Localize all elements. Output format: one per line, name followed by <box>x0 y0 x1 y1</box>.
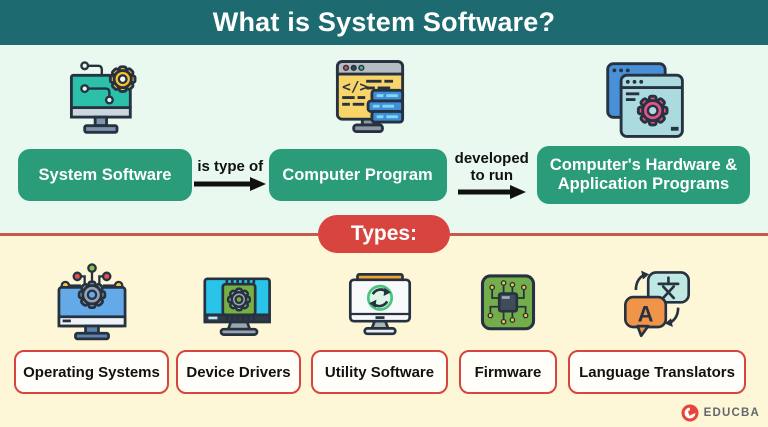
flow-node-system-software: System Software <box>18 149 192 201</box>
educba-logo: EDUCBA <box>680 403 760 423</box>
connector-is-type-of: is type of <box>194 158 267 191</box>
type-item-operating-systems: Operating Systems <box>14 256 169 394</box>
monitor-chip-gear-icon <box>194 256 284 348</box>
type-item-utility-software: Utility Software <box>311 256 448 394</box>
brand-name: EDUCBA <box>703 407 760 419</box>
monitor-code-servers-icon: </> <box>322 52 418 151</box>
type-label: Operating Systems <box>14 350 169 394</box>
type-label: Language Translators <box>568 350 746 394</box>
flow-node-computer-program: Computer Program <box>268 149 447 201</box>
page-title: What is System Software? <box>212 7 556 37</box>
type-label: Firmware <box>459 350 557 394</box>
browser-windows-gear-icon <box>598 56 694 151</box>
type-item-device-drivers: Device Drivers <box>176 256 301 394</box>
chinese-character-glyph <box>657 276 680 300</box>
educba-mark-icon <box>681 404 699 422</box>
type-label: Utility Software <box>311 350 448 394</box>
flow-node-hardware-application-programs: Computer's Hardware & Application Progra… <box>537 146 750 204</box>
type-item-language-translators: A Language Translators <box>568 256 746 394</box>
type-label: Device Drivers <box>176 350 301 394</box>
monitor-refresh-icon <box>335 256 425 348</box>
header: What is System Software? <box>0 0 768 45</box>
connector-developed-to-run: developed to run <box>449 150 535 199</box>
type-item-firmware: Firmware <box>459 256 557 394</box>
connector-label: developed to run <box>454 150 529 184</box>
translation-bubbles-icon: A <box>613 256 701 348</box>
circuit-board-chip-icon <box>464 256 552 348</box>
latin-letter-glyph: A <box>638 302 654 327</box>
code-glyph: </> <box>342 79 368 95</box>
arrow-right-icon <box>194 176 267 191</box>
types-badge: Types: <box>318 215 450 253</box>
monitor-circuit-gear-icon <box>60 54 155 151</box>
arrow-right-icon <box>457 185 526 199</box>
definition-flow: System Software is type of Computer Prog… <box>0 144 768 206</box>
connector-label: is type of <box>197 158 264 176</box>
monitor-gear-network-icon <box>46 256 138 348</box>
